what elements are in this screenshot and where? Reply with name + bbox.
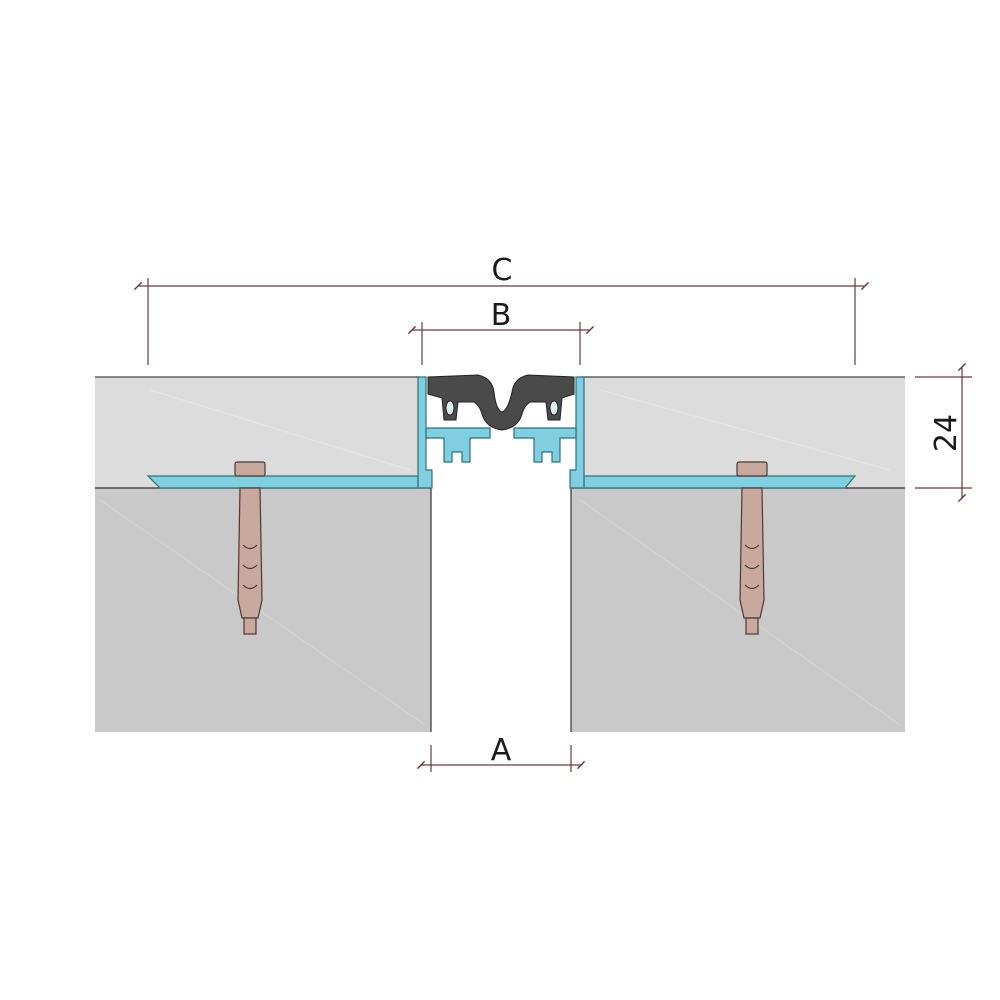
dimension-a-label: A [491,733,512,768]
left-flange [146,475,419,489]
dimension-b [407,322,595,365]
dimension-b-label: B [491,298,512,333]
slab-hatch [599,389,891,471]
anchor-bolt-icon [744,584,760,590]
slab-hatch [149,389,411,471]
anchor-bolt-icon [242,584,258,590]
left-profile-wall [417,376,433,489]
rubber-clip-right [549,400,559,416]
anchor-left [234,461,266,635]
anchor-bolt-icon [242,564,258,570]
slab-hatch [579,499,901,726]
dimension-height-label: 24 [929,414,964,452]
anchor-bolt-icon [745,617,759,635]
right-flange [583,475,857,489]
anchor-bolt-icon [242,544,258,550]
rubber-insert [427,374,575,431]
slab-left [95,488,431,732]
anchor-bolt-icon [739,487,765,619]
anchor-bolt-icon [736,461,768,477]
anchor-bolt-icon [243,617,257,635]
slab-hatch [99,499,426,726]
upper-layer [95,376,905,488]
dimension-c [133,278,870,365]
right-t-profile [513,427,577,463]
anchor-bolt-icon [234,461,266,477]
dimension-c-label: C [492,253,513,288]
slab-right [571,488,905,732]
rubber-insert-body [427,374,575,431]
dimension-height [915,362,972,503]
dimension-a [416,745,586,772]
rubber-clip-left [445,400,455,416]
anchor-right [736,461,768,635]
anchor-bolt-icon [744,544,760,550]
right-profile-wall [569,376,585,489]
anchor-bolt-icon [744,564,760,570]
concrete-slabs [95,389,905,732]
anchor-bolt-icon [237,487,263,619]
left-t-profile [425,427,491,463]
